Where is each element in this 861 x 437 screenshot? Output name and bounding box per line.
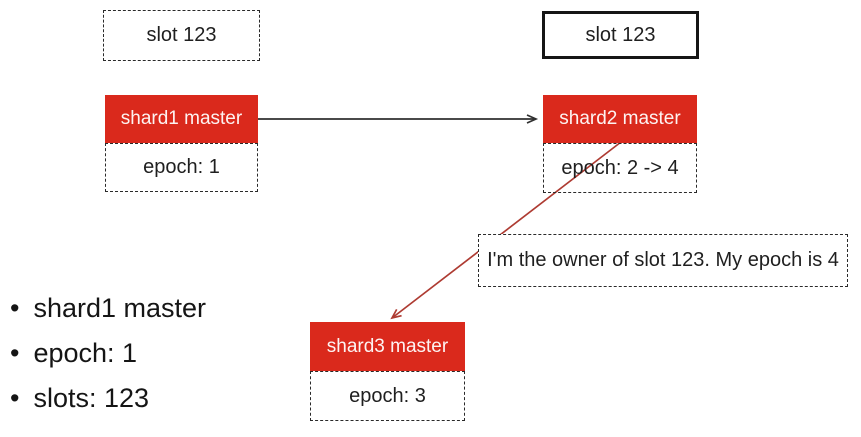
shard3-title: shard3 master — [326, 335, 449, 357]
slot-box-shard1: slot 123 — [103, 10, 260, 61]
owner-message-text: I'm the owner of slot 123. My epoch is 4 — [487, 249, 839, 271]
owner-message-box: I'm the owner of slot 123. My epoch is 4 — [478, 234, 848, 287]
node-shard1: shard1 master epoch: 1 — [105, 95, 258, 192]
shard3-master-box: shard3 master — [310, 322, 465, 371]
shard1-master-box: shard1 master — [105, 95, 258, 143]
bullet-item-slots: slots: 123 — [10, 376, 206, 421]
slot-box-shard2: slot 123 — [542, 11, 699, 59]
bullet-item-label: epoch: 1 — [33, 338, 138, 368]
shard2-epoch-box: epoch: 2 -> 4 — [543, 143, 697, 193]
shard3-epoch-box: epoch: 3 — [310, 371, 465, 421]
bullet-item-label: slots: 123 — [33, 383, 150, 413]
node-shard3: shard3 master epoch: 3 — [310, 322, 465, 421]
shard2-title: shard2 master — [559, 108, 681, 129]
bullet-item-label: shard1 master — [33, 293, 207, 323]
summary-bullet-list: shard1 master epoch: 1 slots: 123 — [10, 286, 206, 421]
shard1-epoch: epoch: 1 — [143, 156, 220, 178]
node-shard2: shard2 master epoch: 2 -> 4 — [543, 95, 697, 193]
bullet-item-epoch: epoch: 1 — [10, 331, 206, 376]
slot-label-left: slot 123 — [146, 24, 217, 46]
slot-label-right: slot 123 — [585, 23, 656, 46]
shard1-epoch-box: epoch: 1 — [105, 143, 258, 192]
bullet-item-shard: shard1 master — [10, 286, 206, 331]
shard2-master-box: shard2 master — [543, 95, 697, 143]
shard2-epoch: epoch: 2 -> 4 — [561, 156, 679, 179]
shard3-epoch: epoch: 3 — [349, 384, 426, 407]
shard1-title: shard1 master — [120, 108, 243, 129]
